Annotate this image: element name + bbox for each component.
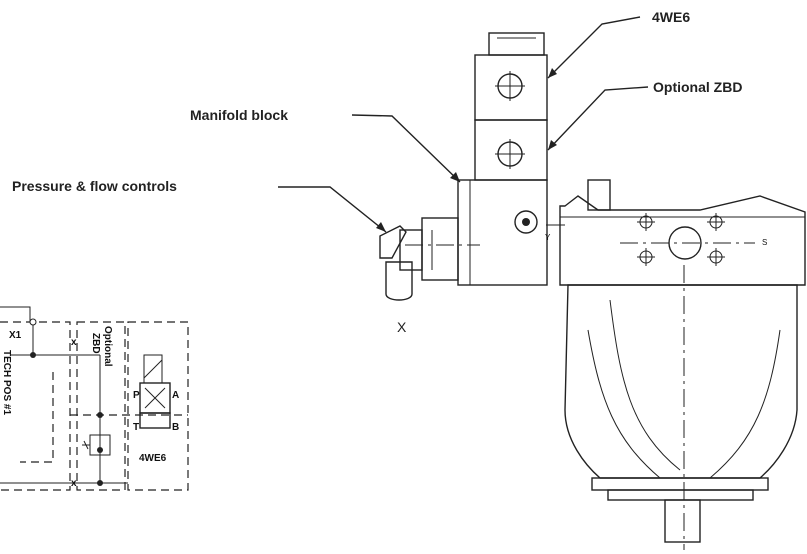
x-port-label: X <box>397 319 407 335</box>
x1-label: X1 <box>9 330 22 341</box>
port-t-label: T <box>133 422 139 433</box>
flange-pilot <box>607 489 754 501</box>
port-a-label: A <box>172 390 179 401</box>
zbd-body <box>474 119 548 181</box>
callout-4we6-arrow <box>548 68 557 78</box>
callout-optional-zbd-arrow <box>548 140 557 150</box>
x1-line <box>0 306 31 322</box>
callout-manifold-label: Manifold block <box>190 107 288 123</box>
solenoid-valve-4we6 <box>474 32 548 121</box>
callout-controls: Pressure & flow controls <box>12 178 387 233</box>
port-p-label: P <box>133 390 140 401</box>
control-housing <box>421 217 459 281</box>
zbd-crosshair <box>495 139 525 169</box>
zbd-label: ZBD <box>90 333 101 354</box>
solenoid-coil <box>488 32 545 56</box>
mounting-flange <box>591 477 769 491</box>
callout-controls-arrow <box>376 222 386 232</box>
x-mark-top: x <box>71 337 77 348</box>
optional-zbd-plate <box>474 119 548 181</box>
valve-crosshair <box>495 71 525 101</box>
hydraulic-schematic: X1 TECH POS #1 x x Optional ZBD P A T B … <box>0 306 189 491</box>
callout-controls-leader <box>278 186 387 233</box>
callout-controls-label: Pressure & flow controls <box>12 178 177 194</box>
y-port-label: Y <box>545 233 551 242</box>
pump-head-body <box>559 195 806 286</box>
callout-optional-zbd-leader <box>547 86 649 151</box>
callout-manifold-block: Manifold block <box>190 107 461 183</box>
callout-optional-zbd-label: Optional ZBD <box>653 79 742 95</box>
junction-3 <box>97 447 103 453</box>
zbd-box <box>76 321 126 491</box>
pump-housing <box>564 265 798 550</box>
callout-4we6-label: 4WE6 <box>652 9 690 25</box>
relief-spring <box>82 440 90 450</box>
solenoid-diagonal <box>143 359 163 379</box>
drive-shaft <box>664 499 701 543</box>
bolt-pattern <box>637 213 725 266</box>
valve-envelope-2 <box>139 412 171 429</box>
tech-pos-label: TECH POS #1 <box>1 350 12 415</box>
callout-4we6: 4WE6 <box>547 9 690 79</box>
x-mark-bottom: x <box>71 478 77 489</box>
junction-2 <box>97 412 103 418</box>
callout-4we6-leader <box>547 16 641 79</box>
y-port-center <box>522 218 530 226</box>
housing-contour-left <box>587 329 661 479</box>
pressure-flow-controls: X <box>379 217 480 335</box>
pilot-line <box>10 325 101 483</box>
valve-arrows <box>144 387 166 409</box>
control-adapter <box>399 229 423 271</box>
tech-pos-box <box>0 321 71 491</box>
control-fitting <box>385 261 413 301</box>
manifold-body <box>457 179 548 286</box>
callout-manifold-leader <box>351 114 461 183</box>
y-port-fitting-icon <box>514 210 538 234</box>
junction-1 <box>30 352 36 358</box>
pump-head: S <box>546 179 806 286</box>
callout-optional-zbd: Optional ZBD <box>547 79 742 151</box>
manifold-block: Y <box>457 179 551 286</box>
housing-contour-right <box>709 329 781 479</box>
valve-code-label: 4WE6 <box>139 453 167 464</box>
port-b-label: B <box>172 422 179 433</box>
valve-body <box>474 54 548 121</box>
control-elbow <box>379 225 407 259</box>
4we6-box <box>127 321 189 491</box>
drain-line <box>20 372 54 463</box>
s-port-label: S <box>762 238 767 247</box>
optional-label: Optional <box>102 326 113 367</box>
housing-contour-2 <box>609 299 681 471</box>
x1-port-icon <box>29 318 37 326</box>
